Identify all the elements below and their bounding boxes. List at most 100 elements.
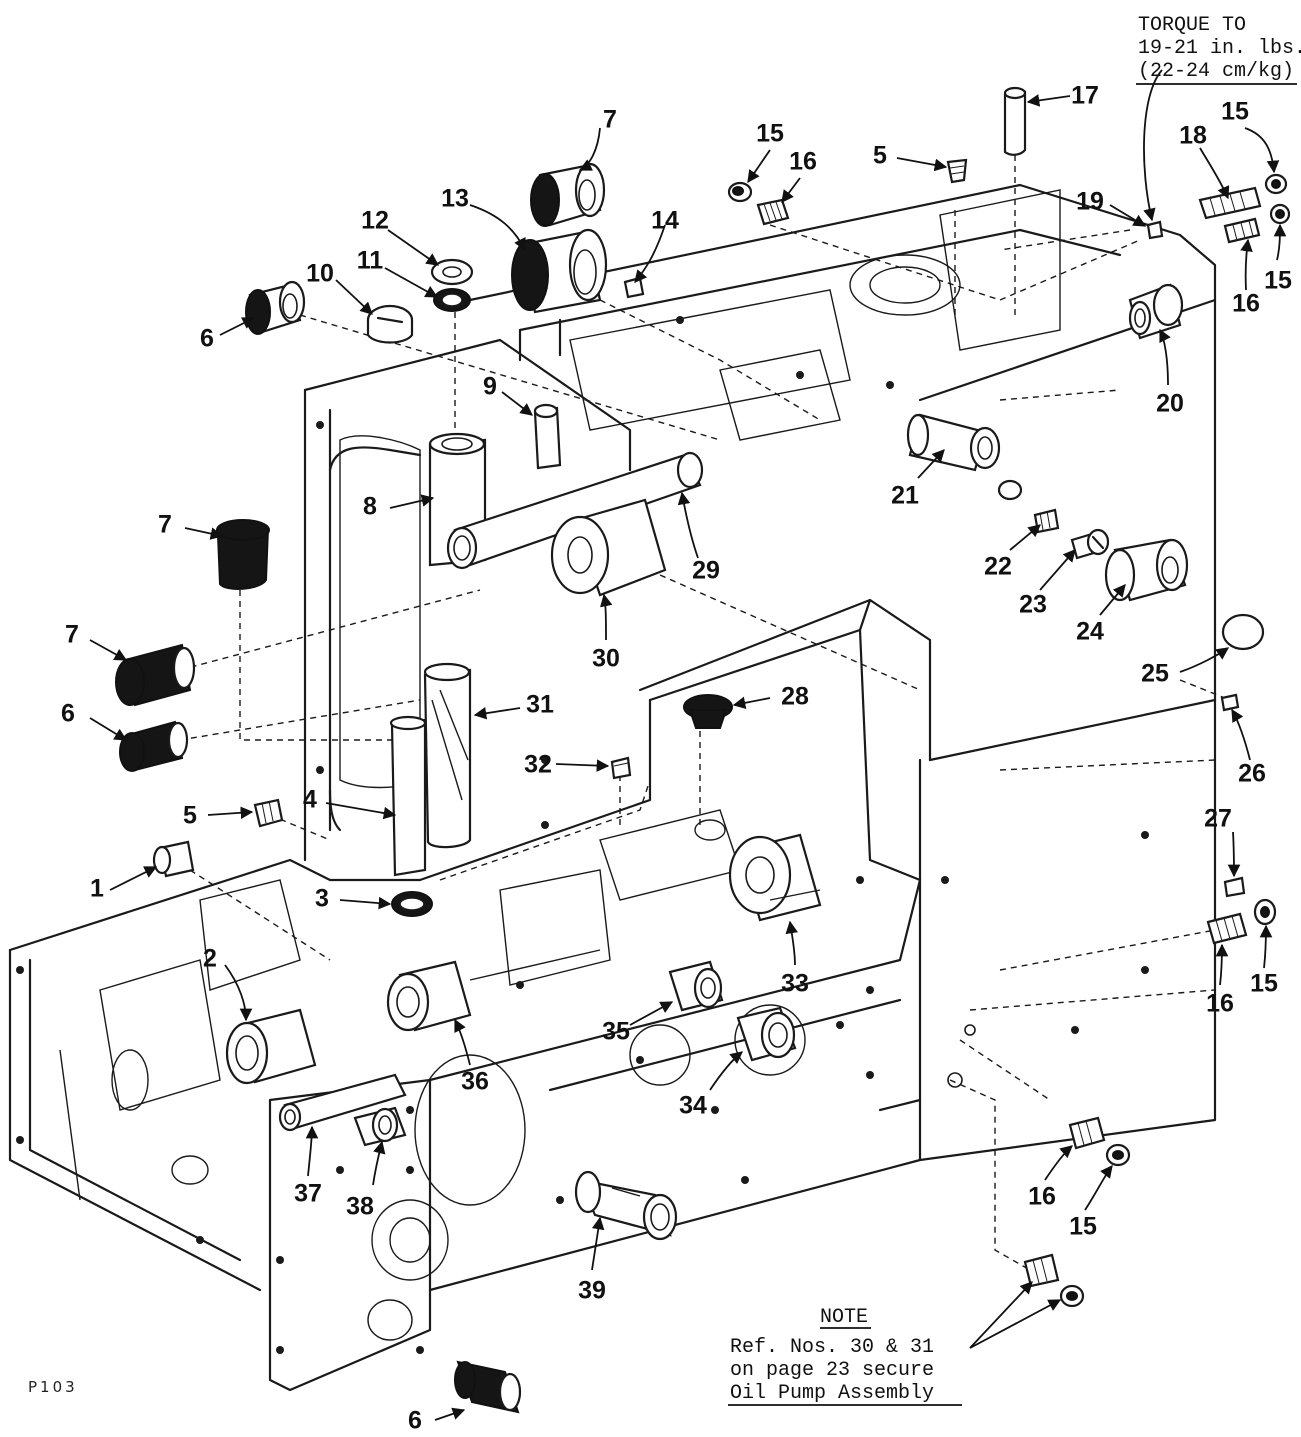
callout-37: 37: [294, 1180, 322, 1208]
part-20-bushing: [1128, 283, 1184, 340]
note-line-1: Ref. Nos. 30 & 31: [730, 1336, 934, 1359]
part-27-screw: [1223, 876, 1246, 898]
callout-2: 2: [203, 945, 217, 973]
part-33-gear: [728, 833, 822, 922]
callout-30: 30: [592, 645, 620, 673]
callout-31: 31: [526, 691, 554, 719]
callout-18: 18: [1179, 122, 1207, 150]
part-29-shaft: [446, 451, 704, 570]
callout-6: 6: [61, 700, 75, 728]
part-6-plug-left: [119, 720, 189, 772]
part-25-cap: [1221, 613, 1265, 651]
part-16-setscrew-d: [1068, 1116, 1106, 1150]
callout-27: 27: [1204, 805, 1232, 833]
torque-line-3: (22-24 cm/kg): [1138, 60, 1294, 83]
part-6-plug-top: [245, 280, 306, 335]
part-23-screw: [1070, 528, 1110, 560]
callout-36: 36: [461, 1068, 489, 1096]
part-32-screw: [610, 756, 632, 780]
part-15-cap-f: [1059, 1284, 1085, 1308]
part-7-bushing-top: [530, 162, 606, 227]
callout-16: 16: [789, 148, 817, 176]
part-26-screw: [1220, 693, 1240, 712]
part-39-bushing: [574, 1170, 678, 1241]
callout-6: 6: [408, 1407, 422, 1435]
callout-7: 7: [158, 511, 172, 539]
callout-39: 39: [578, 1277, 606, 1305]
callout-24: 24: [1076, 618, 1104, 646]
part-5-screw-left: [253, 798, 284, 828]
callout-numbers: 17 15 16 5 15 18 19 15 16 7 13 14 12 11 …: [61, 82, 1292, 1435]
callout-16: 16: [1028, 1183, 1056, 1211]
callout-16: 16: [1232, 290, 1260, 318]
note-line-2: on page 23 secure: [730, 1359, 934, 1382]
callout-14: 14: [651, 207, 679, 235]
callout-15: 15: [1264, 267, 1292, 295]
callout-15: 15: [1069, 1213, 1097, 1241]
part-13-bushing: [511, 228, 608, 314]
callout-32: 32: [524, 751, 552, 779]
part-14-screw: [623, 276, 645, 299]
note-line-3: Oil Pump Assembly: [730, 1382, 934, 1405]
callout-35: 35: [602, 1018, 630, 1046]
part-16-setscrew-c: [1206, 912, 1248, 945]
callout-16: 16: [1206, 990, 1234, 1018]
part-15-cap-c: [1269, 203, 1291, 225]
part-7-cap-black: [216, 519, 270, 590]
part-35-bushing: [668, 960, 724, 1012]
part-15-cap-a: [727, 181, 753, 203]
callout-19: 19: [1076, 188, 1104, 216]
part-9-pin: [533, 403, 562, 470]
part-15-cap-b: [1264, 173, 1288, 195]
callout-20: 20: [1156, 390, 1184, 418]
page-code: P103: [28, 1378, 78, 1396]
callout-26: 26: [1238, 760, 1266, 788]
part-1-screw: [152, 840, 195, 878]
leader-lines: [89, 69, 1287, 1421]
callout-1: 1: [90, 875, 104, 903]
callout-21: 21: [891, 482, 919, 510]
callout-6: 6: [200, 325, 214, 353]
part-11-ring: [433, 288, 471, 312]
part-16-setscrew-b: [1223, 217, 1261, 244]
note-block: NOTE Ref. Nos. 30 & 31 on page 23 secure…: [728, 1306, 962, 1406]
callout-38: 38: [346, 1193, 374, 1221]
callout-5: 5: [183, 802, 197, 830]
part-7-plug-left: [115, 643, 196, 707]
callout-3: 3: [315, 885, 329, 913]
callout-7: 7: [603, 106, 617, 134]
part-36-bushing: [386, 960, 472, 1032]
part-22-washer: [997, 479, 1060, 534]
part-6-plug-bottom: [454, 1360, 522, 1414]
torque-line-2: 19-21 in. lbs.: [1138, 37, 1301, 60]
part-28-cap: [683, 694, 733, 729]
part-24-sleeve: [1104, 538, 1189, 602]
part-21-bushing: [906, 413, 1001, 472]
callout-15: 15: [756, 120, 784, 148]
callout-29: 29: [692, 557, 720, 585]
part-15-cap-e: [1105, 1143, 1131, 1167]
part-10-plug: [366, 304, 414, 344]
part-19-nut: [1146, 220, 1164, 240]
callout-33: 33: [781, 970, 809, 998]
torque-line-1: TORQUE TO: [1138, 14, 1246, 37]
torque-note: TORQUE TO 19-21 in. lbs. (22-24 cm/kg): [1136, 14, 1301, 85]
part-16-setscrew-a: [756, 198, 790, 226]
note-heading: NOTE: [820, 1306, 868, 1329]
callout-34: 34: [679, 1092, 707, 1120]
part-30-gear: [550, 498, 667, 597]
callout-10: 10: [306, 260, 334, 288]
callout-5: 5: [873, 142, 887, 170]
callout-9: 9: [483, 373, 497, 401]
part-5-screw-top: [946, 158, 968, 184]
callout-4: 4: [303, 786, 317, 814]
callout-12: 12: [361, 207, 389, 235]
callout-13: 13: [441, 185, 469, 213]
callout-28: 28: [781, 683, 809, 711]
callout-23: 23: [1019, 591, 1047, 619]
callout-11: 11: [357, 247, 384, 275]
alignment-lines: [179, 155, 1231, 1271]
part-12-washer: [430, 258, 474, 286]
callout-15: 15: [1250, 970, 1278, 998]
